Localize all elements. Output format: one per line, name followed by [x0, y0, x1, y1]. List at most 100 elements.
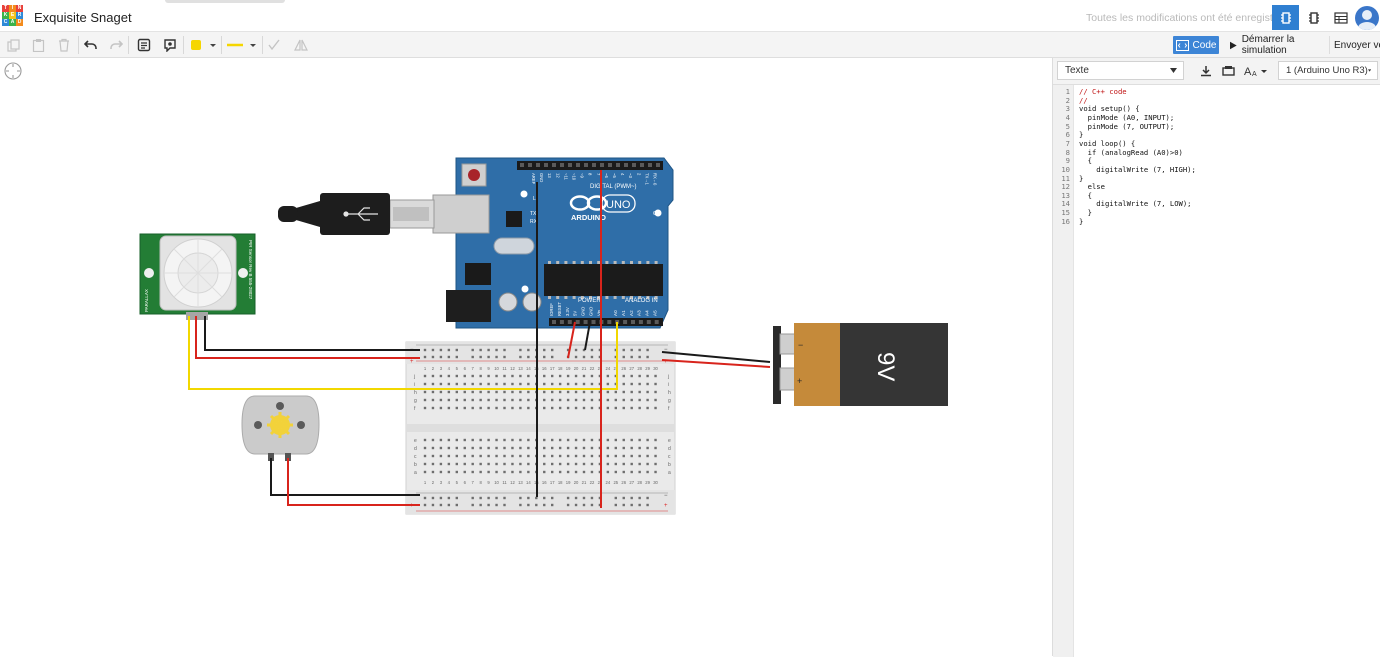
breadboard-hole[interactable] — [439, 446, 443, 450]
breadboard-hole[interactable] — [574, 390, 578, 394]
breadboard-hole[interactable] — [455, 382, 458, 386]
bottom-pin-hole[interactable] — [552, 320, 556, 324]
breadboard-hole[interactable] — [590, 454, 594, 458]
breadboard-hole[interactable] — [646, 390, 649, 394]
breadboard-hole[interactable] — [551, 454, 554, 458]
rail-hole[interactable] — [622, 348, 625, 352]
breadboard-hole[interactable] — [455, 462, 458, 466]
breadboard-hole[interactable] — [503, 470, 506, 474]
breadboard-hole[interactable] — [590, 398, 594, 402]
breadboard-hole[interactable] — [423, 390, 427, 394]
bottom-pin-hole[interactable] — [631, 320, 635, 324]
rail-hole[interactable] — [439, 496, 443, 500]
breadboard-hole[interactable] — [551, 390, 554, 394]
breadboard-hole[interactable] — [447, 382, 451, 386]
breadboard-hole[interactable] — [471, 390, 474, 394]
breadboard-hole[interactable] — [606, 382, 610, 386]
breadboard-hole[interactable] — [447, 398, 451, 402]
breadboard-hole[interactable] — [447, 406, 451, 410]
breadboard-hole[interactable] — [543, 382, 546, 386]
breadboard-hole[interactable] — [551, 470, 554, 474]
rail-hole[interactable] — [527, 503, 530, 507]
breadboard-hole[interactable] — [447, 454, 451, 458]
breadboard-hole[interactable] — [431, 406, 435, 410]
breadboard-hole[interactable] — [566, 446, 570, 450]
code-line[interactable]: { — [1079, 190, 1092, 200]
breadboard-hole[interactable] — [558, 374, 562, 378]
bottom-pin-hole[interactable] — [654, 320, 659, 324]
breadboard-hole[interactable] — [638, 454, 641, 458]
breadboard-hole[interactable] — [622, 438, 625, 442]
breadboard-hole[interactable] — [646, 470, 649, 474]
breadboard-hole[interactable] — [630, 454, 633, 458]
breadboard-hole[interactable] — [495, 398, 498, 402]
tinkercad-logo[interactable]: T I N K E R C A D — [2, 5, 24, 27]
digital-pin-hole[interactable] — [584, 163, 588, 167]
rail-hole[interactable] — [582, 496, 586, 500]
breadboard-hole[interactable] — [606, 470, 610, 474]
breadboard-hole[interactable] — [558, 406, 562, 410]
breadboard-hole[interactable] — [423, 398, 427, 402]
project-title[interactable]: Exquisite Snaget — [34, 10, 132, 25]
breadboard-hole[interactable] — [431, 398, 435, 402]
breadboard-hole[interactable] — [519, 406, 522, 410]
breadboard-hole[interactable] — [503, 462, 506, 466]
board-dropdown[interactable]: 1 (Arduino Uno R3) — [1278, 61, 1378, 80]
breadboard-hole[interactable] — [519, 374, 522, 378]
breadboard-hole[interactable] — [511, 454, 514, 458]
breadboard-hole[interactable] — [519, 470, 522, 474]
code-line[interactable]: } — [1079, 208, 1092, 218]
rail-hole[interactable] — [582, 503, 586, 507]
breadboard-hole[interactable] — [527, 462, 530, 466]
breadboard-hole[interactable] — [646, 382, 649, 386]
font-size-button[interactable]: A A — [1242, 61, 1270, 80]
breadboard-hole[interactable] — [598, 454, 602, 458]
rail-hole[interactable] — [574, 348, 578, 352]
breadboard-hole[interactable] — [590, 374, 594, 378]
rail-hole[interactable] — [638, 496, 641, 500]
breadboard-hole[interactable] — [598, 470, 602, 474]
breadboard-hole[interactable] — [471, 406, 474, 410]
breadboard-hole[interactable] — [487, 406, 490, 410]
breadboard-hole[interactable] — [527, 438, 530, 442]
breadboard-hole[interactable] — [598, 462, 602, 466]
wire-battery-minus[interactable] — [661, 351, 771, 363]
breadboard-hole[interactable] — [511, 438, 514, 442]
breadboard-hole[interactable] — [598, 398, 602, 402]
digital-pin-hole[interactable] — [576, 163, 580, 167]
breadboard-hole[interactable] — [543, 462, 546, 466]
breadboard-hole[interactable] — [558, 398, 562, 402]
breadboard-hole[interactable] — [646, 454, 649, 458]
breadboard-hole[interactable] — [574, 406, 578, 410]
breadboard-hole[interactable] — [598, 406, 602, 410]
breadboard-hole[interactable] — [582, 438, 586, 442]
wire-arduino-5v[interactable] — [567, 321, 576, 359]
breadboard-hole[interactable] — [558, 446, 562, 450]
breadboard-hole[interactable] — [566, 390, 570, 394]
breadboard-hole[interactable] — [622, 390, 625, 394]
breadboard-hole[interactable] — [495, 470, 498, 474]
breadboard-hole[interactable] — [463, 406, 466, 410]
breadboard-hole[interactable] — [495, 462, 498, 466]
breadboard-hole[interactable] — [574, 374, 578, 378]
breadboard-hole[interactable] — [511, 382, 514, 386]
breadboard-hole[interactable] — [527, 382, 530, 386]
breadboard-hole[interactable] — [439, 390, 443, 394]
dc-motor[interactable] — [241, 395, 320, 461]
breadboard-hole[interactable] — [551, 398, 554, 402]
rail-hole[interactable] — [455, 355, 458, 359]
code-line[interactable]: digitalWrite (7, LOW); — [1079, 199, 1192, 209]
breadboard-hole[interactable] — [606, 438, 610, 442]
bottom-pin-hole[interactable] — [607, 320, 612, 324]
breadboard-hole[interactable] — [479, 406, 482, 410]
breadboard-hole[interactable] — [455, 454, 458, 458]
breadboard-hole[interactable] — [558, 390, 562, 394]
bottom-pin-hole[interactable] — [646, 320, 651, 324]
breadboard-hole[interactable] — [471, 382, 474, 386]
rail-hole[interactable] — [503, 503, 506, 507]
rail-hole[interactable] — [614, 348, 617, 352]
breadboard-hole[interactable] — [479, 390, 482, 394]
breadboard-hole[interactable] — [654, 374, 657, 378]
breadboard-hole[interactable] — [479, 398, 482, 402]
